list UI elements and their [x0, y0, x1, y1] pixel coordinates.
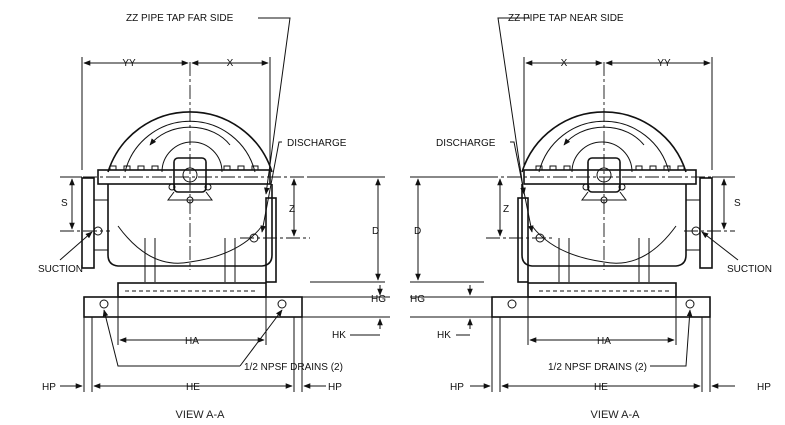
left-discharge-label: DISCHARGE: [287, 138, 347, 149]
left-dim-yy-label: YY: [122, 58, 136, 69]
left-dim-hg-label: HG: [371, 294, 386, 305]
left-drains-label: 1/2 NPSF DRAINS (2): [244, 362, 343, 373]
left-dim-z-label: Z: [289, 204, 295, 215]
right-dimension-lines: [410, 17, 739, 392]
left-dim-ha-label: HA: [185, 336, 199, 347]
left-suction-label: SUCTION: [38, 264, 83, 275]
right-dim-z-label: Z: [503, 204, 509, 215]
left-dim-s-label: S: [61, 198, 68, 209]
right-view-title: VIEW A-A: [591, 409, 641, 421]
left-dim-hk-label: HK: [332, 330, 346, 341]
left-pump-body: [81, 111, 303, 318]
left-dim-hp-right-label: HP: [328, 382, 342, 393]
right-dim-hg-label: HG: [410, 294, 425, 305]
left-dim-x-label: X: [227, 58, 234, 69]
right-dim-ha-label: HA: [597, 336, 611, 347]
right-dim-hk-label: HK: [437, 330, 451, 341]
right-drains-label: 1/2 NPSF DRAINS (2): [548, 362, 647, 373]
left-callout-zz-pipe-tap: ZZ PIPE TAP FAR SIDE: [126, 13, 234, 24]
right-dim-d-label: D: [414, 226, 421, 237]
left-view-title: VIEW A-A: [176, 409, 226, 421]
left-dimension-lines: [59, 17, 390, 392]
right-dim-x-label: X: [561, 58, 568, 69]
right-dim-hp-left-label: HP: [450, 382, 464, 393]
left-view: ZZ PIPE TAP FAR SIDE YY X DISCHARGE S Z …: [38, 13, 390, 421]
right-dim-hp-right-label: HP: [757, 382, 771, 393]
left-dim-hp-left-label: HP: [42, 382, 56, 393]
right-labels: ZZ PIPE TAP NEAR SIDE X YY DISCHARGE Z D…: [410, 13, 772, 421]
right-view: ZZ PIPE TAP NEAR SIDE X YY DISCHARGE Z D…: [410, 13, 772, 421]
right-dim-he-label: HE: [594, 382, 608, 393]
right-discharge-label: DISCHARGE: [436, 138, 496, 149]
right-pump-body: [491, 111, 713, 318]
right-dim-s-label: S: [734, 198, 741, 209]
right-center-lines: [415, 62, 735, 270]
right-suction-label: SUCTION: [727, 264, 772, 275]
left-dim-he-label: HE: [186, 382, 200, 393]
left-dim-d-label: D: [372, 226, 379, 237]
left-labels: ZZ PIPE TAP FAR SIDE YY X DISCHARGE S Z …: [38, 13, 386, 421]
right-callout-zz-pipe-tap: ZZ PIPE TAP NEAR SIDE: [508, 13, 624, 24]
right-dim-yy-label: YY: [657, 58, 671, 69]
